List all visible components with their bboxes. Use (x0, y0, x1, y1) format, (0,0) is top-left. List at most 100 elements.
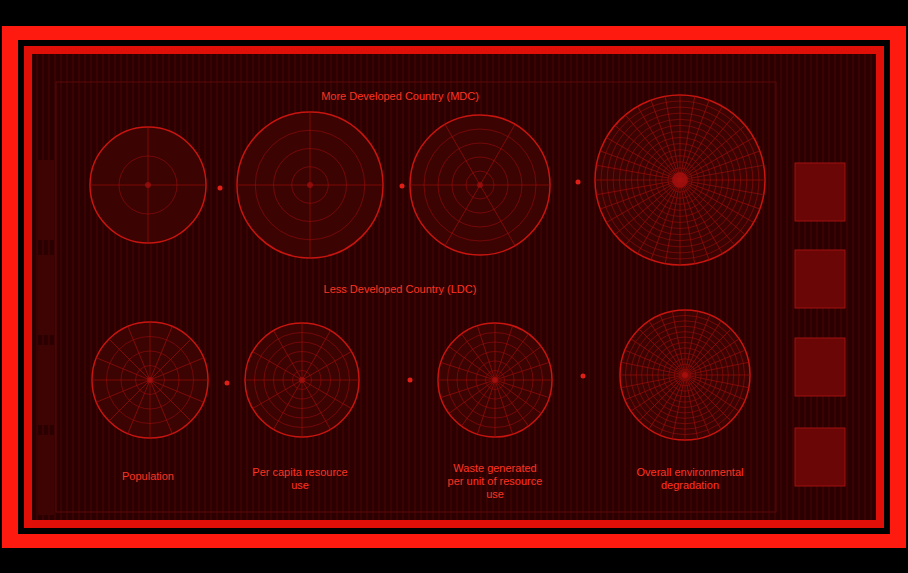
side-panel (38, 160, 54, 240)
grid-spoke (150, 380, 191, 421)
grid-spoke (302, 331, 331, 380)
grid-spoke (96, 380, 150, 402)
grid-spoke (461, 334, 495, 380)
grid-spoke (649, 375, 685, 429)
grid-spoke (480, 124, 515, 185)
operator-dot (581, 374, 586, 379)
grid-spoke (495, 380, 496, 437)
operator-dot (400, 184, 405, 189)
grid-spoke (410, 185, 480, 186)
circle-outline (237, 112, 383, 258)
grid-circle (438, 323, 552, 437)
grid-spoke (310, 112, 311, 185)
circle-center (492, 377, 498, 383)
grid-circle (410, 115, 550, 255)
side-panel (38, 435, 54, 515)
grid-spoke (438, 380, 495, 381)
grid-spoke (638, 180, 681, 254)
grid-circle (90, 127, 206, 243)
grid-spoke (595, 180, 680, 181)
grid-spoke (685, 375, 710, 435)
factor-label: Population (93, 470, 203, 483)
circle-center (477, 182, 483, 188)
circle-center (147, 377, 153, 383)
grid-spoke (495, 346, 541, 380)
grid-spoke (685, 362, 749, 375)
side-button (795, 250, 845, 308)
grid-spoke (477, 380, 495, 434)
grid-spoke (685, 375, 686, 440)
grid-spoke (606, 138, 680, 181)
grid-spoke (621, 375, 685, 388)
factor-label: Waste generated per unit of resource use (445, 462, 545, 501)
grid-spoke (685, 375, 731, 421)
grid-spoke (685, 375, 750, 376)
grid-spoke (148, 185, 149, 243)
grid-spoke (449, 346, 495, 380)
grid-spoke (600, 180, 680, 209)
side-button (795, 428, 845, 486)
grid-spoke (480, 185, 515, 246)
circle-outline (438, 323, 552, 437)
grid-spoke (680, 180, 735, 245)
grid-spoke (477, 326, 495, 380)
circle-outline (92, 322, 208, 438)
panel (32, 54, 876, 520)
operator-dot (576, 180, 581, 185)
operator-dot (218, 186, 223, 191)
grid-spoke (495, 380, 552, 381)
inner-frame (24, 46, 884, 528)
grid-spoke (495, 380, 549, 398)
grid-spoke (680, 180, 709, 260)
grid-spoke (596, 180, 680, 195)
grid-spoke (685, 329, 731, 375)
circle-outline (595, 95, 765, 265)
factor-label: Overall environmental degradation (625, 466, 755, 492)
grid-spoke (150, 380, 208, 381)
grid-spoke (665, 96, 680, 180)
circle-center (307, 182, 313, 188)
grid-spoke (680, 180, 754, 223)
sheet-outline (56, 82, 776, 512)
grid-spoke (148, 185, 206, 186)
grid-spoke (660, 315, 685, 375)
grid-spoke (672, 311, 685, 375)
grid-spoke (680, 165, 764, 180)
side-button (795, 338, 845, 396)
grid-spoke (310, 185, 311, 258)
grid-spoke (680, 180, 765, 181)
grid-spoke (109, 339, 150, 380)
grid-spoke (495, 323, 496, 380)
grid-spoke (625, 375, 685, 400)
grid-spoke (128, 326, 150, 380)
grid-spoke (615, 180, 680, 235)
operator-dot (225, 381, 230, 386)
grid-circle (92, 322, 208, 438)
grid-spoke (441, 380, 495, 398)
grid-spoke (441, 362, 495, 380)
grid-spoke (90, 185, 148, 186)
grid-spoke (92, 380, 150, 381)
side-panel (38, 345, 54, 425)
grid-spoke (237, 185, 310, 186)
grid-spoke (445, 185, 480, 246)
grid-circle (595, 95, 765, 265)
grid-spoke (680, 125, 745, 180)
grid-spoke (495, 362, 549, 380)
grid-spoke (310, 185, 383, 186)
heading: More Developed Country (MDC) (270, 90, 530, 103)
grid-spoke (495, 326, 513, 380)
grid-spoke (302, 380, 351, 409)
grid-circle (237, 112, 383, 258)
grid-spoke (148, 127, 149, 185)
heading: Less Developed Country (LDC) (270, 283, 530, 296)
grid-spoke (651, 100, 680, 180)
circle-outline (620, 310, 750, 440)
circle-center (299, 377, 305, 383)
grid-circle (620, 310, 750, 440)
circle-center (672, 172, 688, 188)
grid-spoke (150, 358, 204, 380)
grid-spoke (685, 350, 745, 375)
circle-center (145, 182, 151, 188)
grid-spoke (449, 380, 495, 414)
